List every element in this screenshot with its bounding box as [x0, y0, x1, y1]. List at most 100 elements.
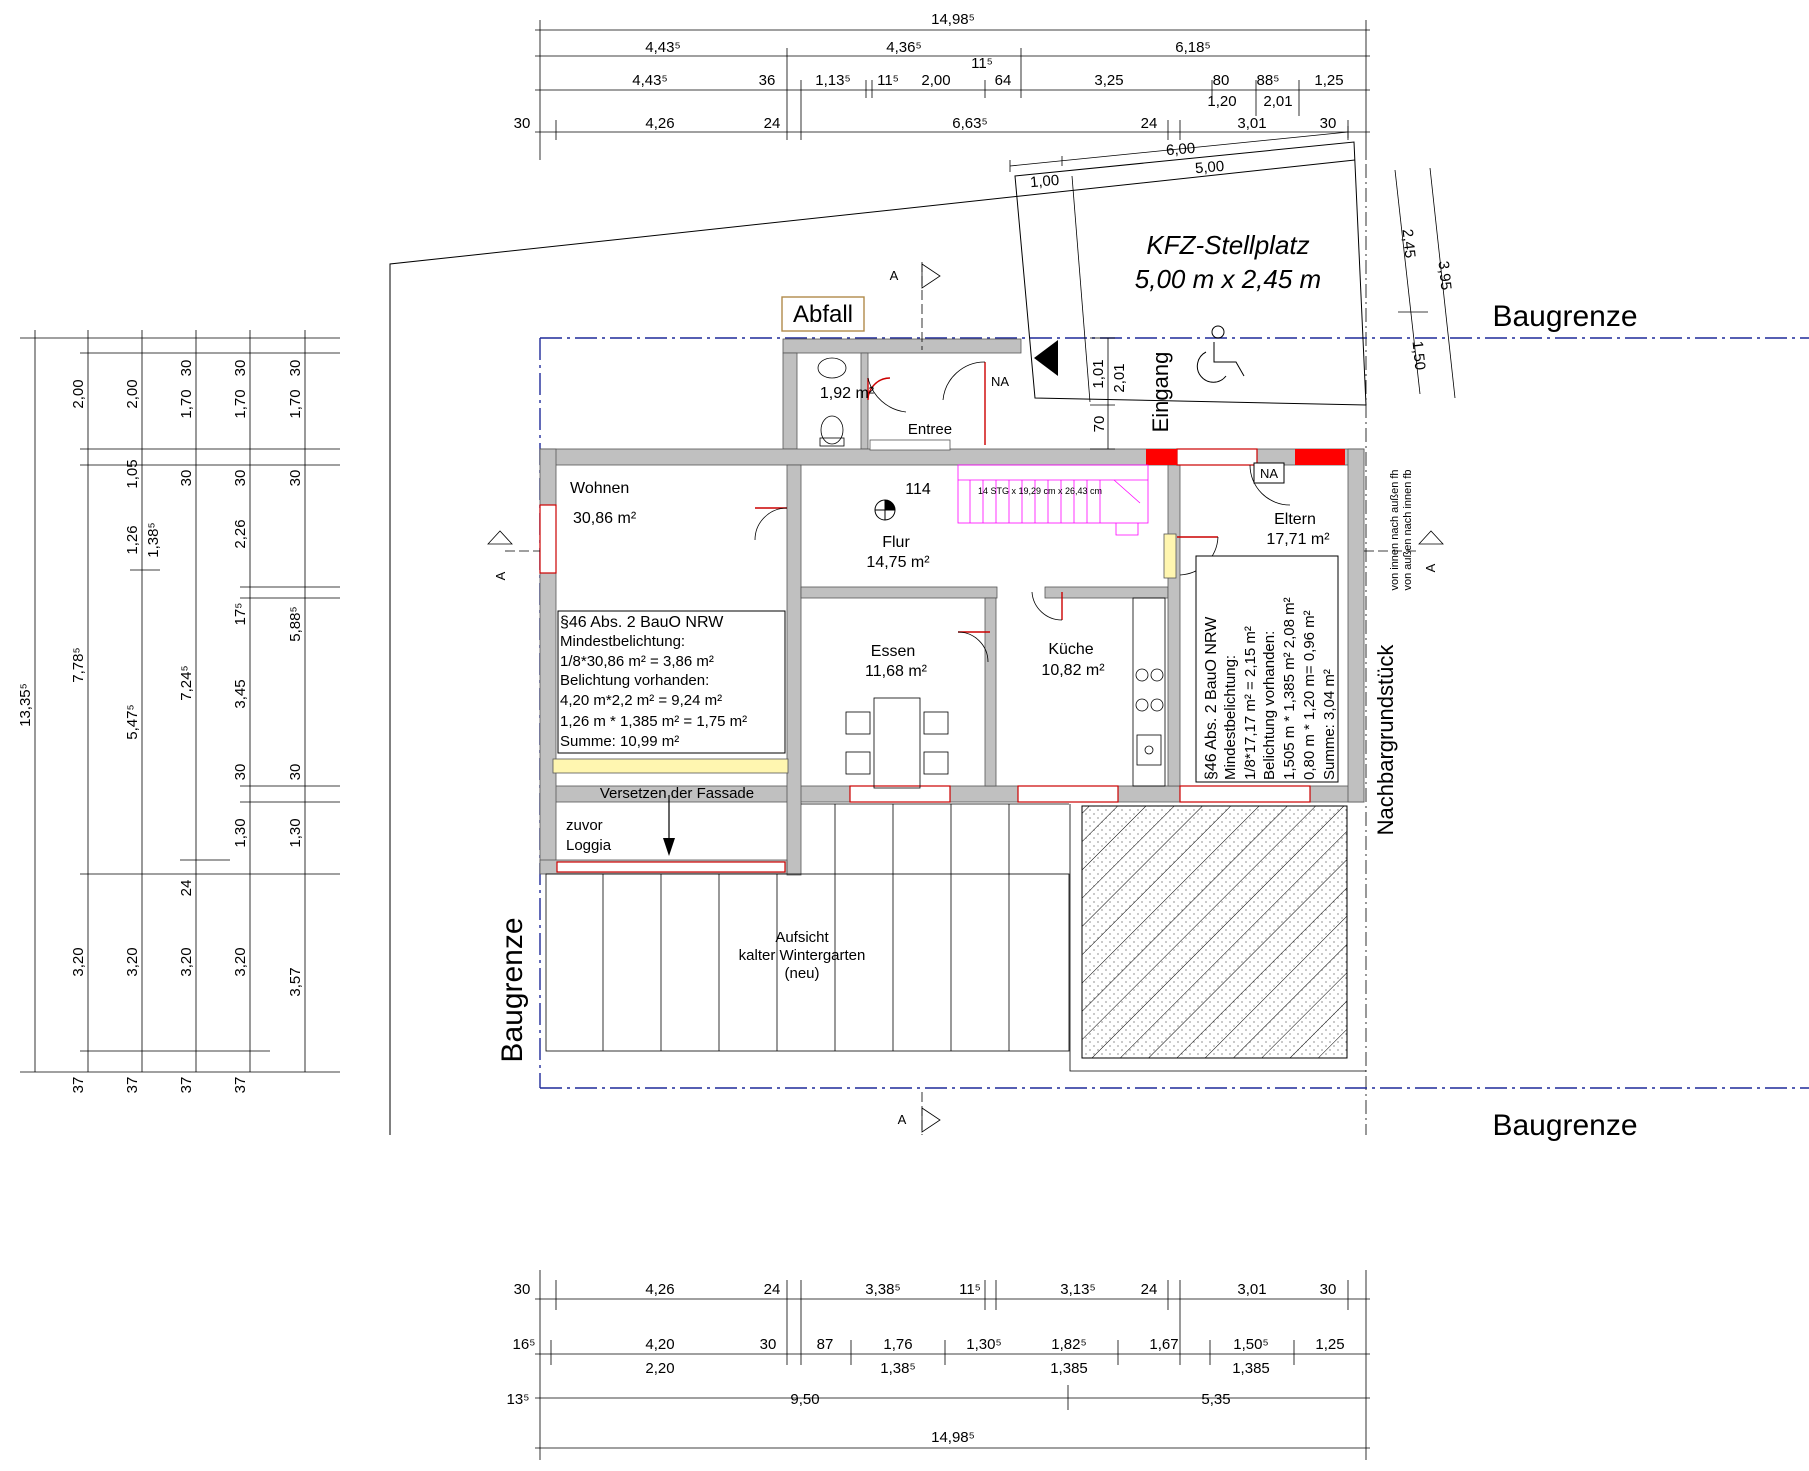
entree-label: Entree [908, 421, 952, 438]
dim-left-c4-0: 1,70 [232, 389, 249, 418]
staircase [957, 464, 1149, 536]
dim-bot-r2-5: 1,30⁵ [966, 1336, 1001, 1353]
wohnen-note-2: Mindestbelichtung: [560, 633, 685, 650]
eltern-note-1: §46 Abs. 2 BauO NRW [1203, 616, 1220, 780]
terrace [1069, 804, 1366, 1072]
wc-area: 1,92 m² [820, 385, 875, 402]
dim-top-r2-1: 36 [759, 72, 776, 89]
dim-top-r2-9: 88⁵ [1257, 72, 1280, 89]
level-marker [874, 499, 896, 521]
dim-entry-2-01: 2,01 [1111, 363, 1128, 392]
dim-chains-bottom [535, 1270, 1370, 1460]
section-markers [487, 262, 1444, 1135]
dim-entry-70: 70 [1091, 416, 1108, 433]
dim-left-c3-6: 37 [178, 1077, 195, 1094]
dim-bot-r2sub-2: 1,385 [1050, 1360, 1088, 1377]
dim-bot-r2-4: 1,76 [883, 1336, 912, 1353]
dim-left-c5-5: 1,30 [287, 818, 304, 847]
dim-left-c3-4: 24 [178, 880, 195, 897]
dim-top-r1-1: 4,36⁵ [886, 39, 921, 56]
dim-bot-r1-8: 30 [1320, 1281, 1337, 1298]
dim-left-c2b-0: 1,38⁵ [145, 522, 162, 557]
dim-bot-r2-1: 4,20 [645, 1336, 674, 1353]
wheelchair-icon [1196, 325, 1245, 383]
doors [754, 361, 1291, 663]
dim-left-c2-3: 5,47⁵ [124, 704, 141, 739]
dim-bot-r1-7: 3,01 [1237, 1281, 1266, 1298]
dim-top-r2-2: 1,13⁵ [815, 72, 850, 89]
dim-left-c3-0: 1,70 [178, 389, 195, 418]
dim-top-r2-7: 3,25 [1094, 72, 1123, 89]
dim-left-c1-0: 2,00 [70, 379, 87, 408]
dim-left-c3-3: 7,24⁵ [178, 665, 195, 700]
dim-bot-r1-0: 30 [514, 1281, 531, 1298]
carport-dim-2-45: 2,45 [1398, 228, 1418, 259]
baugrenze-left: Baugrenze [496, 917, 529, 1062]
dim-bot-r3-0: 13⁵ [507, 1391, 530, 1408]
carport-dim-5-00: 5,00 [1194, 158, 1225, 177]
dim-bot-r1-6: 24 [1141, 1281, 1158, 1298]
toilet [817, 357, 847, 447]
dim-left-total: 13,35⁵ [17, 683, 34, 727]
window-note-2: von außen nach innen fb [1402, 469, 1414, 590]
wintergarten [545, 803, 1070, 1052]
kueche-area: 10,82 m² [1041, 662, 1105, 679]
dim-left-c2-0: 2,00 [124, 379, 141, 408]
dim-left-c5-3: 5,88⁵ [287, 606, 304, 641]
zuvor-label: zuvor [566, 817, 603, 834]
carport-dim-1-50: 1,50 [1408, 340, 1428, 371]
dim-left-c5-6: 3,57 [287, 967, 304, 996]
dim-left-c5-2: 30 [287, 470, 304, 487]
dim-bot-r1-4: 11⁵ [959, 1281, 981, 1298]
essen-area: 11,68 m² [865, 663, 928, 680]
na-label-entree: NA [991, 374, 1009, 389]
dim-left-c3-5: 3,20 [178, 947, 195, 976]
wohnen-note-5: 4,20 m*2,2 m² = 9,24 m² [560, 692, 722, 709]
plot-boundary [389, 159, 1367, 1135]
dim-top-r2-8: 80 [1213, 72, 1230, 89]
entry-dim-lines [1090, 337, 1115, 450]
loggia-label: Loggia [566, 837, 612, 854]
dim-top-r3-5: 3,01 [1237, 115, 1266, 132]
dim-top-r3-6: 30 [1320, 115, 1337, 132]
kueche-name: Küche [1048, 641, 1093, 658]
dim-bot-r3-2: 5,35 [1201, 1391, 1230, 1408]
dim-bot-total: 14,98⁵ [931, 1429, 975, 1446]
dim-bot-r1-5: 3,13⁵ [1060, 1281, 1095, 1298]
dim-bot-r2-3: 87 [817, 1336, 834, 1353]
section-a-top: A [890, 268, 899, 283]
baugrenze-top: Baugrenze [1492, 300, 1637, 333]
essen-name: Essen [871, 643, 915, 660]
flur-area: 14,75 m² [866, 554, 930, 571]
dim-left-c2-1: 1,05 [124, 459, 141, 488]
wohnen-note-box [557, 610, 786, 754]
section-a-bottom: A [898, 1112, 907, 1127]
eltern-area: 17,71 m² [1266, 531, 1330, 548]
aufsicht-label-2: kalter Wintergarten [739, 947, 866, 964]
window-note-1: von innen nach außen fh [1389, 469, 1401, 590]
nachbar-label: Nachbargrundstück [1373, 644, 1398, 836]
dim-left-c3-1: 30 [178, 360, 195, 377]
dim-chains-left [20, 330, 340, 1073]
carport-dim-3-95: 3,95 [1434, 260, 1454, 291]
flur-name: Flur [882, 534, 910, 551]
carport [1009, 126, 1456, 406]
dim-bot-r1-2: 24 [764, 1281, 781, 1298]
dim-left-c4-9: 37 [232, 1077, 249, 1094]
na-box-eltern [1253, 462, 1285, 484]
dim-left-c5-0: 1,70 [287, 389, 304, 418]
abfall-box [781, 296, 865, 332]
eltern-note-6: 0,80 m * 1,20 m= 0,96 m² [1301, 610, 1318, 780]
wohnen-note-1: §46 Abs. 2 BauO NRW [560, 614, 724, 631]
eltern-note-3: 1/8*17,17 m² = 2,15 m² [1242, 626, 1259, 780]
carport-size: 5,00 m x 2,45 m [1135, 264, 1321, 294]
dim-top-r2-6: 64 [995, 72, 1012, 89]
windows [539, 439, 1345, 873]
dim-top-total: 14,98⁵ [931, 11, 975, 28]
wohnen-note-4: Belichtung vorhanden: [560, 672, 709, 689]
carport-dim-1-00: 1,00 [1029, 172, 1060, 191]
dim-left-c4-2: 30 [232, 470, 249, 487]
eltern-note-box [1195, 555, 1339, 783]
wohnen-note-3: 1/8*30,86 m² = 3,86 m² [560, 653, 714, 670]
dim-left-c4-7: 1,30 [232, 818, 249, 847]
